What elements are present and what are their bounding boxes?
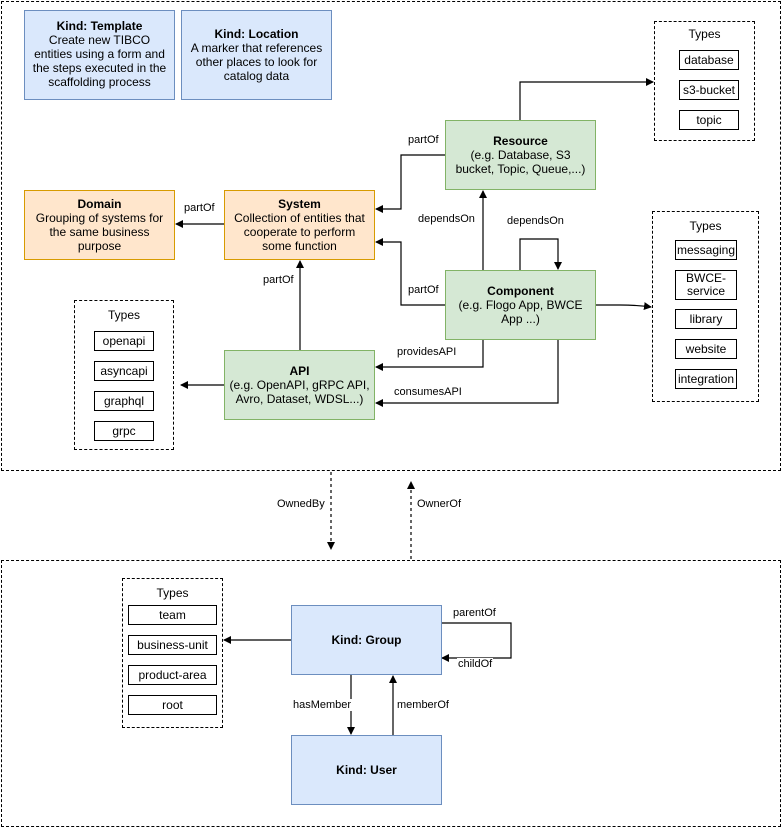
api-node[interactable]: API (e.g. OpenAPI, gRPC API, Avro, Datas… xyxy=(224,350,375,420)
resource-type-item: s3-bucket xyxy=(679,80,739,100)
label-component-self: dependsOn xyxy=(506,215,565,227)
label-member-of: memberOf xyxy=(396,699,450,711)
label-component-system: partOf xyxy=(407,284,440,296)
label-api-system: partOf xyxy=(262,274,295,286)
component-types-title: Types xyxy=(689,219,722,233)
location-node[interactable]: Kind: Location A marker that references … xyxy=(181,10,332,100)
edge-group-self xyxy=(441,622,512,662)
api-title: API xyxy=(289,364,310,378)
api-type-item: asyncapi xyxy=(94,361,154,381)
api-type-item: grpc xyxy=(94,421,154,441)
user-node[interactable]: Kind: User xyxy=(291,735,442,805)
resource-desc: (e.g. Database, S3 bucket, Topic, Queue,… xyxy=(455,148,586,176)
api-type-item: graphql xyxy=(94,391,154,411)
component-type-item: messaging xyxy=(675,240,737,260)
template-title: Kind: Template xyxy=(56,19,143,33)
component-node[interactable]: Component (e.g. Flogo App, BWCE App ...) xyxy=(445,270,596,340)
label-system-domain: partOf xyxy=(183,202,216,214)
label-component-resource: dependsOn xyxy=(417,213,476,225)
label-owner-of: OwnerOf xyxy=(416,498,463,510)
resource-types-title: Types xyxy=(688,27,721,41)
edge-resource-system xyxy=(375,154,445,213)
location-desc: A marker that references other places to… xyxy=(190,41,323,83)
resource-title: Resource xyxy=(493,134,548,148)
resource-type-item: database xyxy=(679,50,739,70)
location-title: Kind: Location xyxy=(214,27,299,41)
domain-node[interactable]: Domain Grouping of systems for the same … xyxy=(24,190,175,260)
group-type-item: team xyxy=(128,605,217,625)
label-provides-api: providesAPI xyxy=(396,346,458,358)
resource-type-item: topic xyxy=(679,110,739,130)
edge-provides-api xyxy=(375,340,484,371)
group-type-item: root xyxy=(128,695,217,715)
domain-title: Domain xyxy=(77,197,122,211)
label-parent-of: parentOf xyxy=(452,607,497,619)
group-title: Kind: Group xyxy=(331,633,402,647)
resource-types-container: Types database s3-bucket topic xyxy=(654,21,755,141)
label-child-of: childOf xyxy=(457,658,494,670)
user-title: Kind: User xyxy=(336,763,397,777)
group-type-item: business-unit xyxy=(128,635,217,655)
edge-resource-types xyxy=(519,78,654,120)
api-desc: (e.g. OpenAPI, gRPC API, Avro, Dataset, … xyxy=(229,378,370,406)
catalog-entities-frame xyxy=(1,1,781,471)
label-owned-by: OwnedBy xyxy=(276,498,326,510)
api-type-item: openapi xyxy=(94,331,154,351)
system-node[interactable]: System Collection of entities that coope… xyxy=(224,190,375,260)
component-title: Component xyxy=(487,284,554,298)
system-title: System xyxy=(278,197,321,211)
group-type-item: product-area xyxy=(128,665,217,685)
component-type-item: library xyxy=(675,309,737,329)
api-types-title: Types xyxy=(107,308,140,322)
edge-component-self xyxy=(519,238,562,270)
domain-desc: Grouping of systems for the same busines… xyxy=(35,211,164,253)
group-types-title: Types xyxy=(156,586,189,600)
label-resource-system: partOf xyxy=(407,134,440,146)
component-type-item: BWCE-service xyxy=(675,270,737,300)
edge-component-types xyxy=(596,302,652,311)
label-consumes-api: consumesAPI xyxy=(393,386,463,398)
edge-component-system xyxy=(375,238,445,306)
edge-consumes-api xyxy=(375,340,559,407)
component-types-container: Types messaging BWCE-service library web… xyxy=(652,211,759,402)
resource-node[interactable]: Resource (e.g. Database, S3 bucket, Topi… xyxy=(445,120,596,190)
component-type-item: integration xyxy=(675,369,737,389)
ownership-entities-frame xyxy=(1,560,781,827)
template-desc: Create new TIBCO entities using a form a… xyxy=(32,33,167,89)
group-node[interactable]: Kind: Group xyxy=(291,605,442,675)
group-types-container: Types team business-unit product-area ro… xyxy=(122,578,223,728)
api-types-container: Types openapi asyncapi graphql grpc xyxy=(74,300,174,450)
template-node[interactable]: Kind: Template Create new TIBCO entities… xyxy=(24,10,175,100)
label-has-member: hasMember xyxy=(292,699,353,711)
component-desc: (e.g. Flogo App, BWCE App ...) xyxy=(458,298,583,326)
component-type-item: website xyxy=(675,339,737,359)
system-desc: Collection of entities that cooperate to… xyxy=(234,211,365,253)
